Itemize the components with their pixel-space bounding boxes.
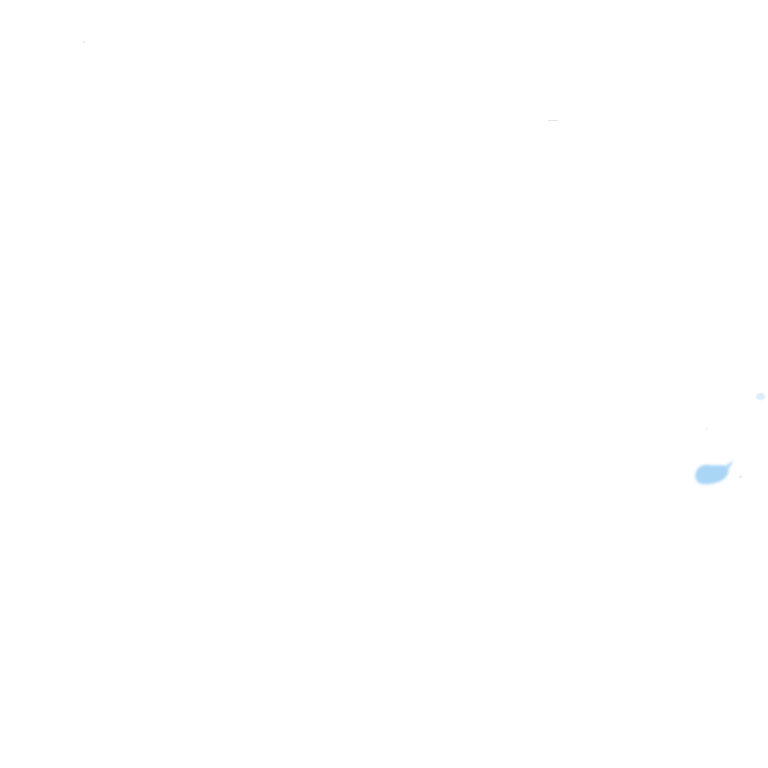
speck [83, 41, 85, 43]
speck [548, 120, 558, 121]
paint-drop [756, 393, 765, 400]
speck [706, 428, 708, 430]
speck [739, 476, 742, 478]
paint-smudge-tail [725, 461, 733, 470]
paint-smudge [695, 461, 733, 485]
paint-smudge-body [695, 464, 729, 485]
